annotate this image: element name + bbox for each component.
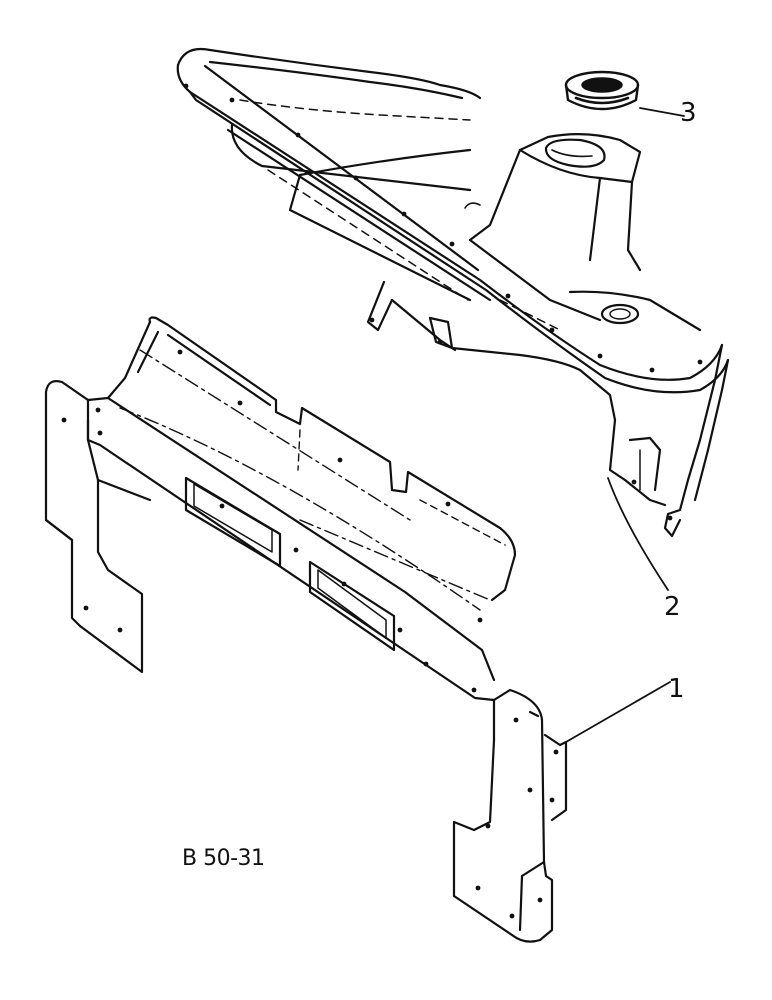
- grommet-part-3: [564, 70, 640, 111]
- dash-housing-part-2: [176, 47, 730, 538]
- leader-line-2: [607, 477, 669, 591]
- callout-number-1: 1: [668, 674, 685, 704]
- figure-code: B 50-31: [182, 846, 265, 871]
- leader-lines: [565, 107, 685, 743]
- leader-line-3: [639, 107, 685, 117]
- leader-line-1: [565, 681, 671, 743]
- callout-number-2: 2: [664, 592, 681, 622]
- front-panel-part-1: [44, 316, 568, 943]
- callout-number-3: 3: [680, 98, 697, 128]
